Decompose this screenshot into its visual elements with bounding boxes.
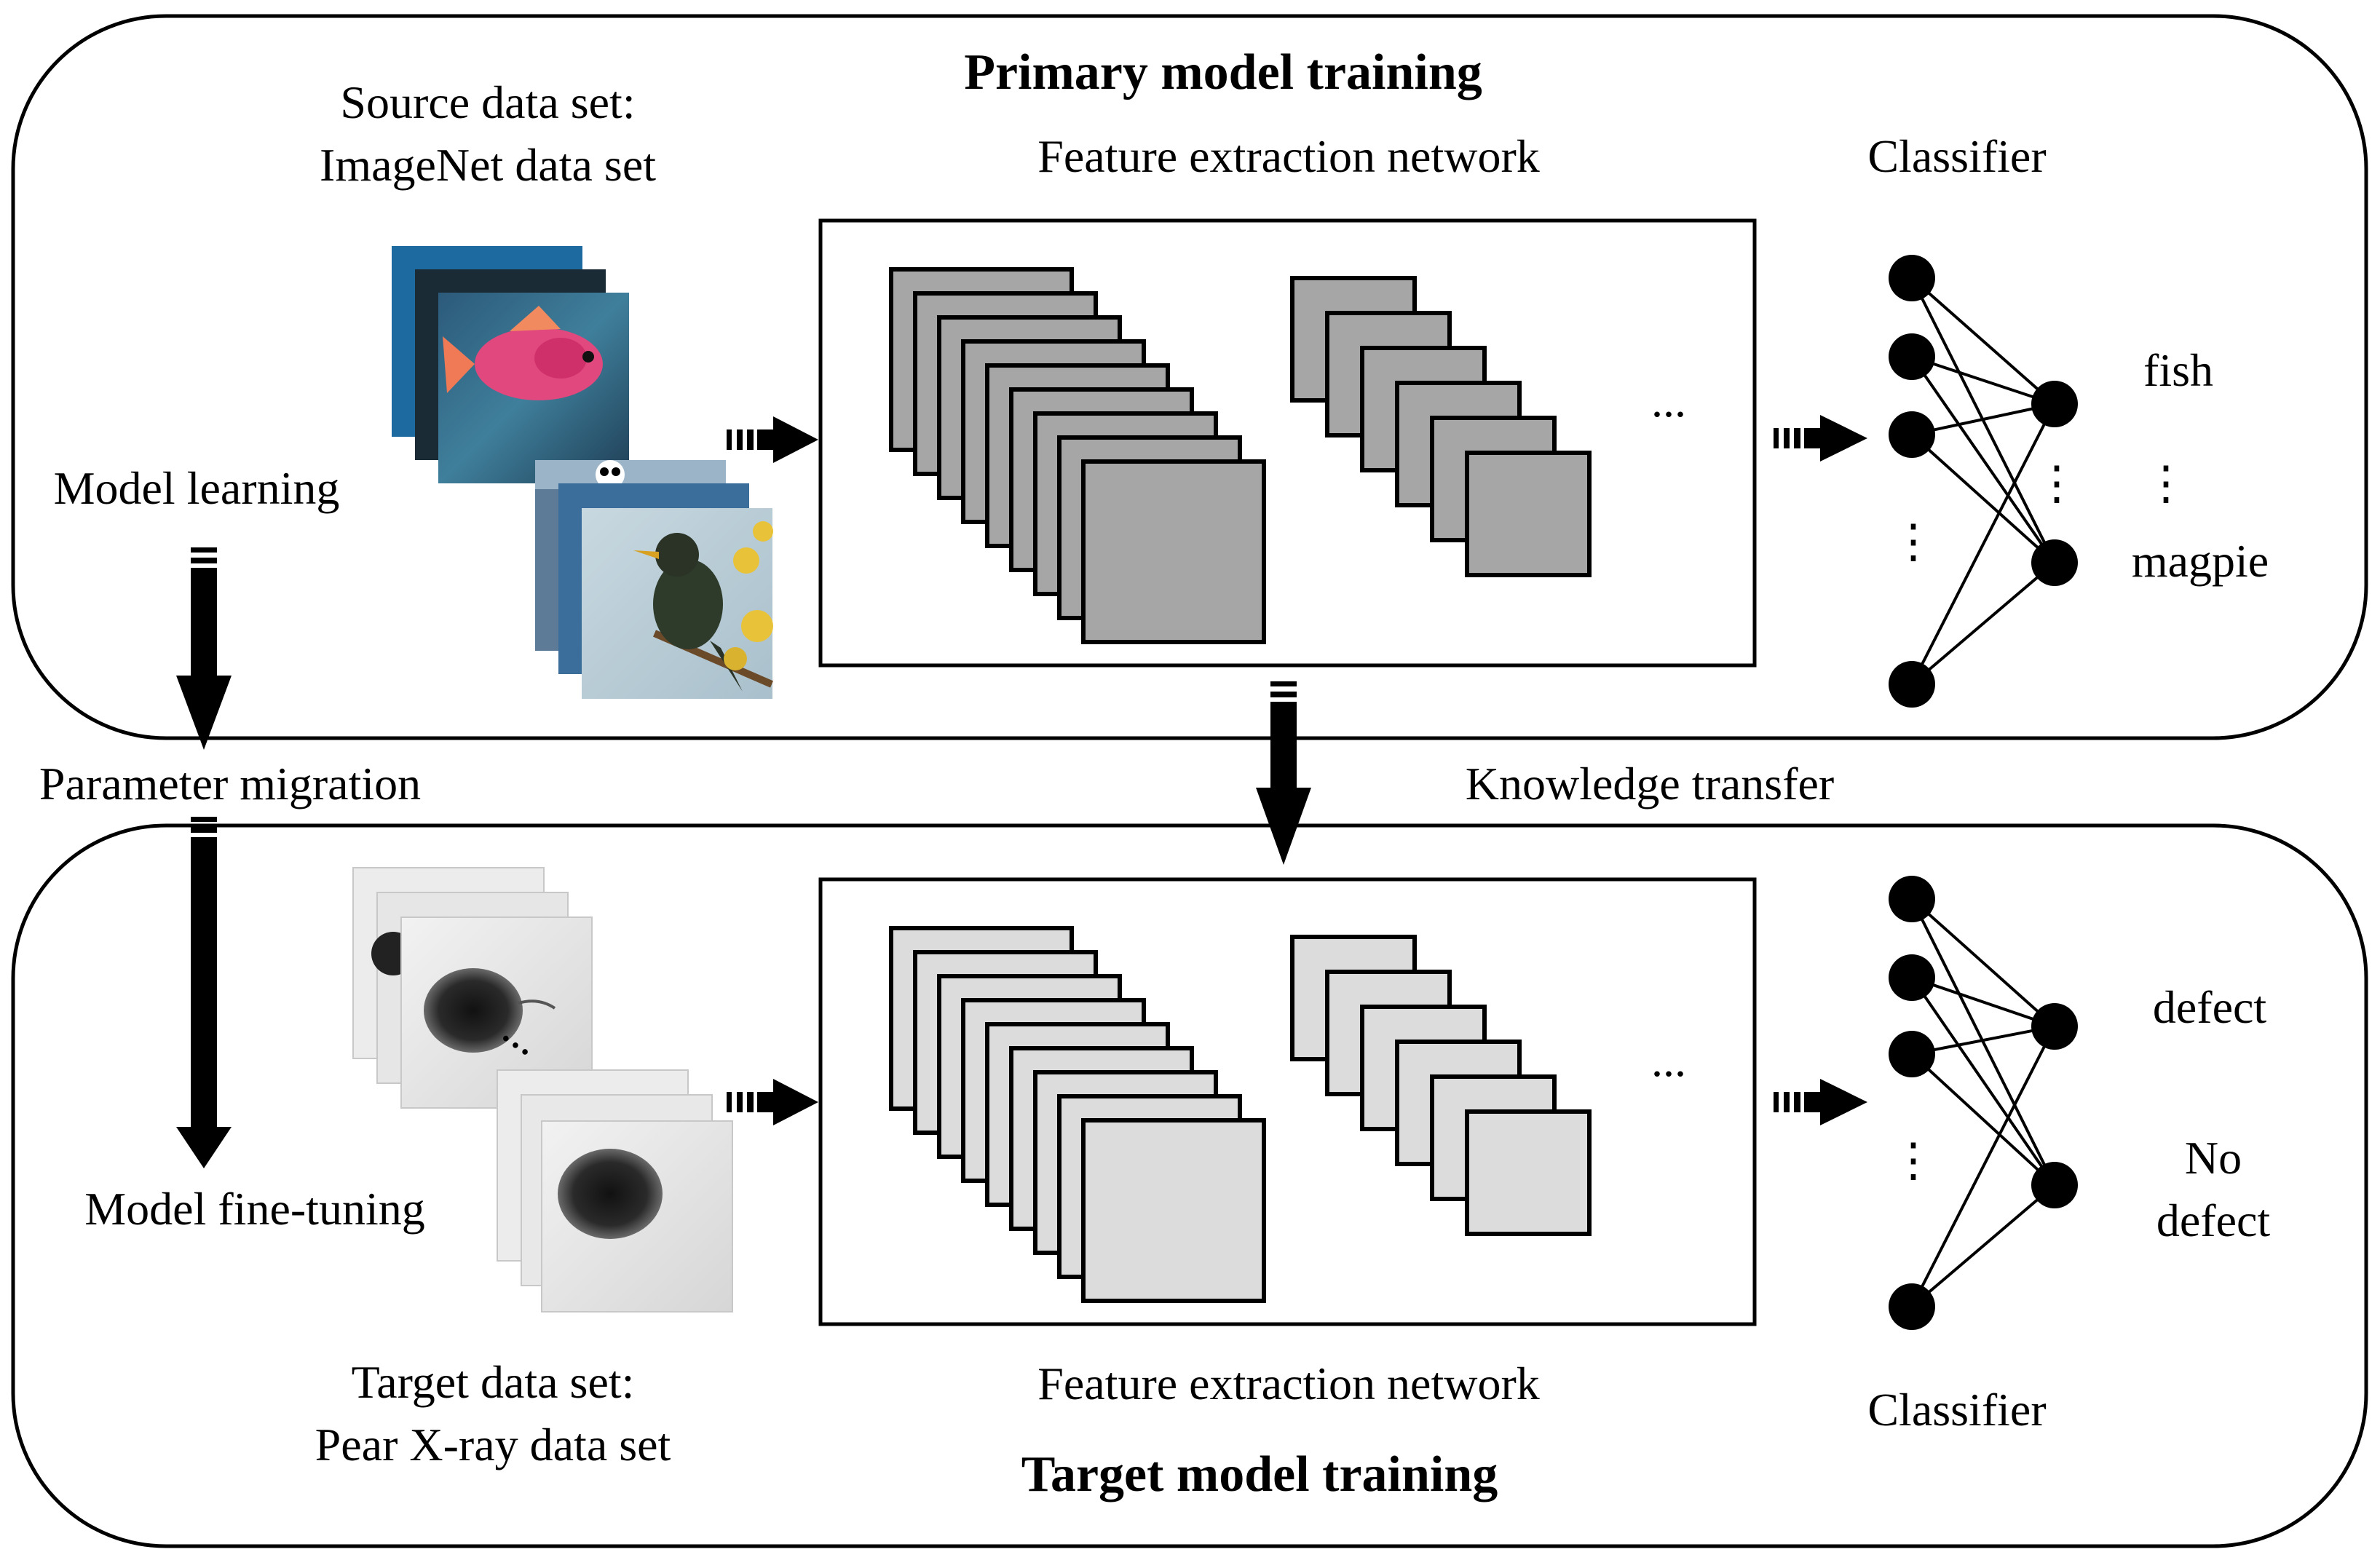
bird-photo [582,508,773,699]
target-classifier-network [1889,876,2078,1330]
classifier-connection [1910,403,2056,685]
classifier-node [1889,954,1935,1001]
classifier-node [1889,333,1935,380]
model-learning-label: Model learning [54,462,340,514]
target-feature-label: Feature extraction network [1037,1358,1540,1409]
classifier-connection [1910,898,2056,1186]
target-network-ellipsis: ... [1651,1034,1686,1086]
primary-panel [11,14,2368,740]
classifier-node [1889,411,1935,458]
primary-output-arrow [1774,415,1867,462]
target-conv-layers [889,926,1592,1303]
classifier-node [2031,381,2078,427]
classifier-connection [1910,355,2056,564]
classifier-node [1889,1283,1935,1330]
target-dataset-label: Target data set: [352,1356,635,1408]
target-output-arrow [1774,1079,1867,1125]
source-dataset-name: ImageNet data set [320,139,656,191]
classifier-connection [1910,561,2056,686]
classifier-connection [1910,433,2056,564]
conv-layer-small [1465,1109,1592,1236]
classifier-connection [1911,403,2055,436]
primary-classifier-output-ellipsis: ⋮ [2033,457,2080,509]
primary-network-ellipsis: ... [1651,375,1686,427]
classifier-connection [1910,1026,2056,1307]
classifier-connection [1910,1053,2056,1187]
output-label-defect: defect [2153,981,2267,1033]
target-panel [11,823,2368,1548]
model-fine-tuning-label: Model fine-tuning [84,1183,424,1235]
classifier-node [1889,1031,1935,1077]
pear-xray-2 [497,1069,733,1312]
primary-classifier-input-ellipsis: ⋮ [1890,515,1937,567]
classifier-node [2031,1003,2078,1050]
output-label-no: No [2185,1132,2242,1184]
primary-classifier-network [1889,255,2078,708]
classifier-connection [1910,898,2056,1028]
classifier-connection [1911,1025,2055,1056]
target-feature-box [818,877,1757,1326]
imagenet-image-stack: ... [392,246,773,699]
conv-layer-large [1081,1118,1266,1303]
classifier-connection [1911,355,2055,405]
classifier-connection [1910,277,2056,405]
output-label-fish: fish [2143,344,2213,396]
target-title: Target model training [1021,1446,1498,1502]
classifier-node [1889,661,1935,708]
primary-classifier-label: Classifier [1867,130,2046,182]
output-label-magpie: magpie [2132,535,2269,587]
primary-input-arrow [727,416,818,463]
primary-title: Primary model training [964,44,1482,100]
knowledge-transfer-arrow [1256,681,1311,865]
classifier-connection [1910,1184,2056,1308]
classifier-connection [1911,976,2055,1028]
model-learning-arrow [176,547,232,750]
conv-layer-large [1081,459,1266,644]
classifier-node [1889,876,1935,922]
output-label-no-defect: defect [2156,1195,2271,1246]
fine-tuning-arrow [176,817,232,1168]
classifier-node [2031,539,2078,586]
target-dataset-name: Pear X-ray data set [315,1419,671,1470]
target-classifier-label: Classifier [1867,1384,2046,1436]
xray-image-stack: ... [352,867,733,1312]
knowledge-transfer-label: Knowledge transfer [1466,758,1834,809]
classifier-node [1889,255,1935,301]
primary-label-ellipsis: ⋮ [2143,457,2189,509]
classifier-node [2031,1162,2078,1208]
source-dataset-label: Source data set: [340,76,635,128]
target-input-arrow [727,1079,818,1125]
target-classifier-input-ellipsis: ⋮ [1890,1134,1937,1186]
primary-feature-label: Feature extraction network [1037,130,1540,182]
pear-xray-1 [352,867,593,1109]
classifier-connection [1910,976,2056,1187]
conv-layer-small [1465,451,1592,577]
primary-conv-layers [889,267,1592,644]
primary-feature-box [818,218,1757,668]
parameter-migration-label: Parameter migration [39,758,421,809]
fish-photo [438,293,629,483]
